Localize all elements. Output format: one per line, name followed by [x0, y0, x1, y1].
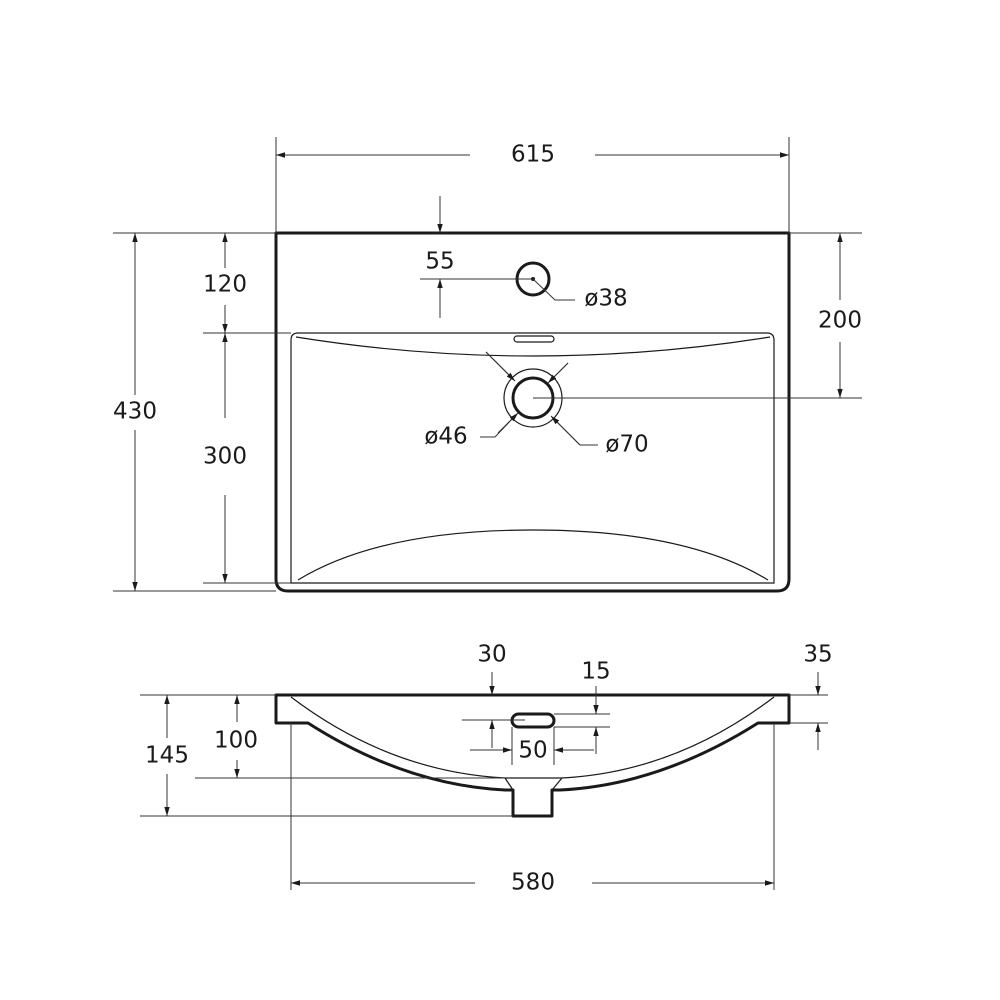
dim-drain-outer-diameter: ø70: [605, 432, 648, 458]
dim-rim-to-basin: 120: [203, 272, 247, 298]
dim-overall-width: 615: [511, 142, 555, 168]
dim-bowl-width: 580: [511, 870, 555, 896]
overflow-slot: [513, 335, 555, 343]
sink-outline-top: [274, 231, 791, 593]
basin-outline: [290, 332, 775, 584]
side-view: 30 15 50 35 100 145 580: [140, 642, 833, 896]
dim-overflow-height: 15: [581, 659, 610, 685]
top-view: 615 430 120 300 200 55 ø38 ø46 ø70: [113, 137, 862, 593]
dim-overflow-width: 50: [518, 738, 547, 764]
dim-basin-depth: 300: [203, 444, 247, 470]
dim-drain-inner-diameter: ø46: [424, 424, 467, 450]
dim-tap-hole-diameter: ø38: [584, 286, 627, 312]
dim-total-height: 145: [145, 743, 189, 769]
dim-rim-thickness-center: 30: [477, 642, 506, 668]
dim-rim-to-drain: 200: [818, 308, 862, 334]
dim-tap-hole-offset: 55: [425, 249, 454, 275]
bowl-inner-curve: [290, 696, 775, 791]
basin-back-curve: [295, 336, 771, 357]
dim-overall-depth: 430: [113, 399, 157, 425]
dim-rim-thickness-edge: 35: [803, 642, 832, 668]
dim-bowl-depth: 100: [214, 728, 258, 754]
sink-outline-side: [274, 693, 791, 818]
basin-front-curve: [297, 529, 769, 581]
